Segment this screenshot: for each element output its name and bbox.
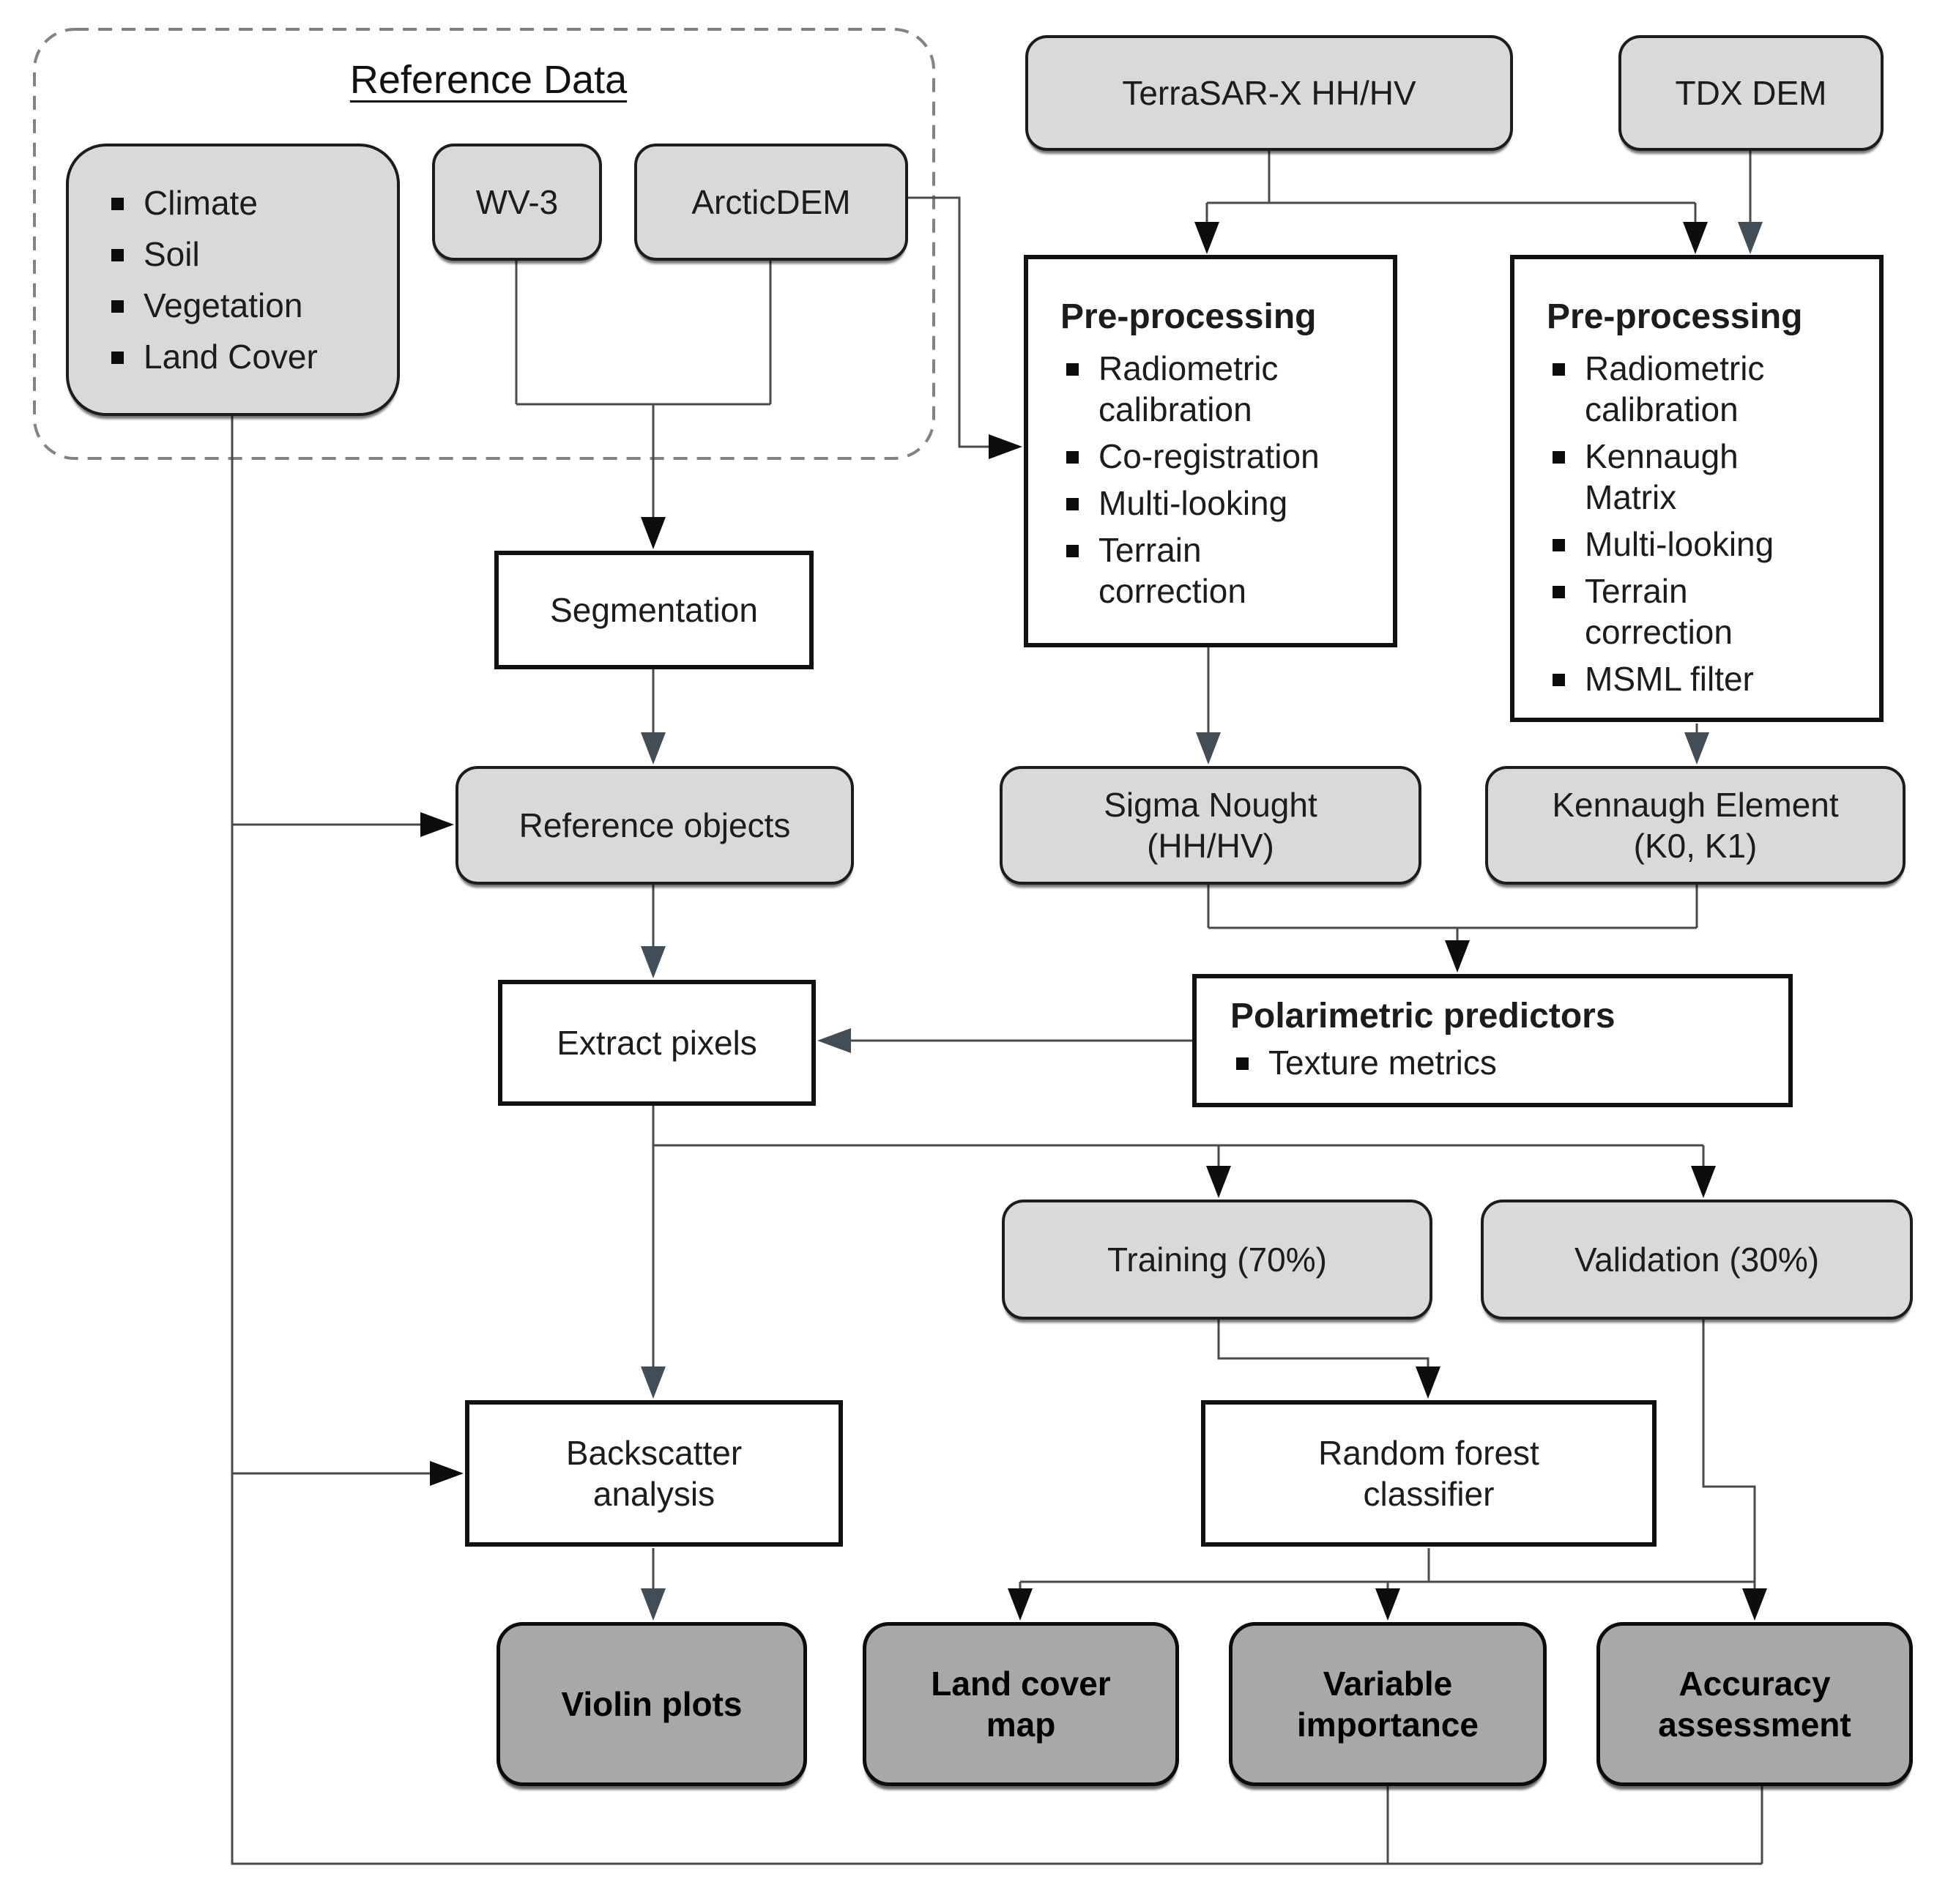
node-polarimetric-predictors: Polarimetric predictors Texture metrics <box>1192 974 1793 1107</box>
list-item: Radiometric calibration <box>1060 348 1356 430</box>
bullet-square-icon <box>1553 362 1565 376</box>
bullet-square-icon <box>1236 1057 1249 1071</box>
preprocessing-title: Pre-processing <box>1060 297 1317 336</box>
list-item: MSML filter <box>1547 658 1754 699</box>
bullet-square-icon <box>111 300 124 313</box>
reference-data-dashed-border <box>33 28 935 460</box>
bullet-square-icon <box>1066 450 1079 464</box>
bullet-square-icon <box>1553 538 1565 551</box>
preprocessing-title: Pre-processing <box>1547 297 1803 336</box>
list-item: Texture metrics <box>1230 1042 1497 1083</box>
list-item: Multi-looking <box>1060 483 1287 524</box>
list-item: Radiometric calibration <box>1547 348 1813 430</box>
list-item: Vegetation <box>105 285 302 326</box>
list-item: Climate <box>105 182 258 223</box>
reference-data-title: Reference Data <box>349 58 628 102</box>
node-preprocessing-sar: Pre-processing Radiometric calibration C… <box>1024 255 1397 647</box>
node-violin-plots: Violin plots <box>497 1622 807 1786</box>
bullet-square-icon <box>111 197 124 210</box>
node-wv3: WV-3 <box>432 144 602 261</box>
arrowheads-black <box>420 222 1767 1621</box>
node-preprocessing-dem: Pre-processing Radiometric calibration K… <box>1510 255 1884 722</box>
node-land-cover-map: Land cover map <box>863 1622 1179 1786</box>
bullet-square-icon <box>1553 586 1565 599</box>
bullet-square-icon <box>111 352 124 365</box>
bullet-square-icon <box>1066 497 1079 510</box>
bullet-square-icon <box>1066 362 1079 376</box>
node-segmentation: Segmentation <box>494 551 814 669</box>
bullet-square-icon <box>1066 544 1079 557</box>
arrowheads-slate <box>641 222 1763 1621</box>
bullet-square-icon <box>111 248 124 261</box>
node-sigma-nought: Sigma Nought (HH/HV) <box>1000 766 1421 885</box>
node-extract-pixels: Extract pixels <box>498 980 816 1106</box>
polarimetric-title: Polarimetric predictors <box>1230 996 1616 1035</box>
bullet-square-icon <box>1553 450 1565 464</box>
list-item: Multi-looking <box>1547 524 1774 565</box>
node-reference-objects: Reference objects <box>456 766 854 885</box>
node-tdx-dem: TDX DEM <box>1618 35 1884 151</box>
list-item: Terrain correction <box>1060 529 1356 611</box>
node-training-split: Training (70%) <box>1002 1200 1432 1320</box>
list-item: Co-registration <box>1060 436 1320 477</box>
list-item: Land Cover <box>105 336 318 377</box>
node-variable-importance: Variable importance <box>1229 1622 1547 1786</box>
node-accuracy-assessment: Accuracy assessment <box>1596 1622 1913 1786</box>
node-kennaugh-element: Kennaugh Element (K0, K1) <box>1485 766 1906 885</box>
node-terrasar: TerraSAR-X HH/HV <box>1025 35 1513 151</box>
list-item: Kennaugh Matrix <box>1547 436 1813 518</box>
node-random-forest-classifier: Random forest classifier <box>1201 1400 1657 1547</box>
node-validation-split: Validation (30%) <box>1481 1200 1913 1320</box>
node-backscatter-analysis: Backscatter analysis <box>465 1400 843 1547</box>
node-arcticdem: ArcticDEM <box>634 144 908 261</box>
list-item: Terrain correction <box>1547 570 1813 652</box>
list-item: Soil <box>105 234 200 275</box>
bullet-square-icon <box>1553 674 1565 687</box>
node-reference-attributes: Climate Soil Vegetation Land Cover <box>66 144 400 416</box>
